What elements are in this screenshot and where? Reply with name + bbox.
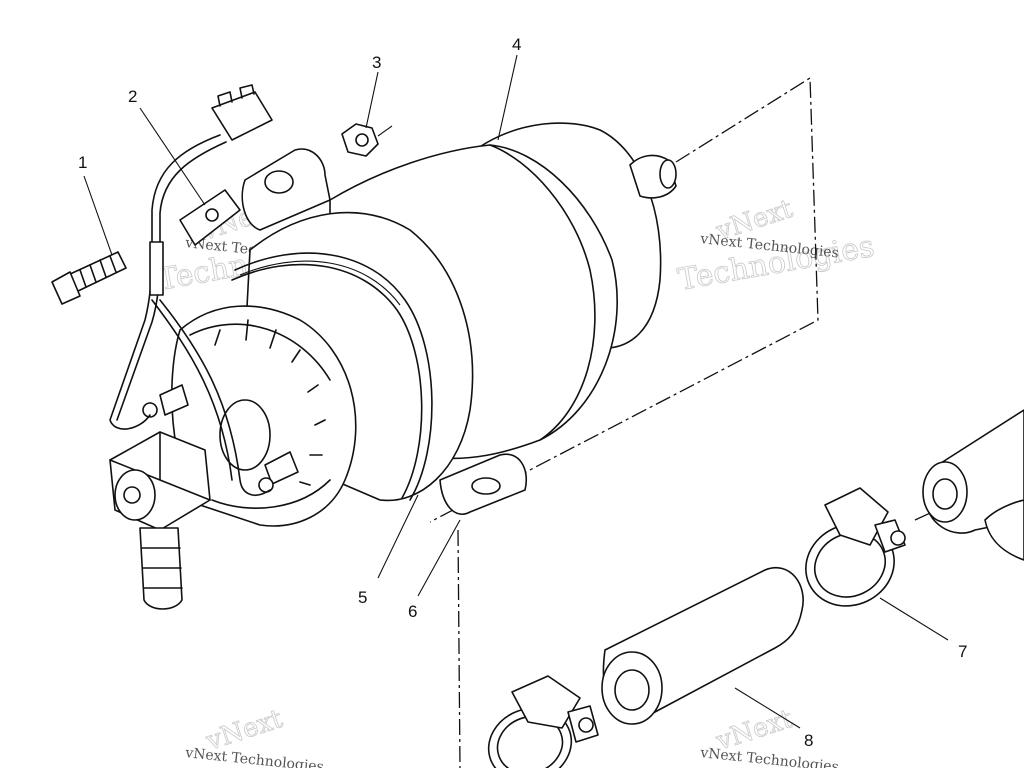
callout-2: 2: [128, 87, 137, 106]
gasket-ring: [231, 252, 433, 501]
hose-clamp-lower: [487, 675, 599, 768]
watermark-text: vNext Technologies: [184, 745, 325, 768]
callout-6: 6: [408, 602, 417, 621]
watermark-top-right: vNext Technologies vNext Technologies: [675, 193, 877, 298]
leader-lines: [83, 54, 949, 729]
nut: [341, 123, 393, 157]
screw: [51, 251, 127, 305]
callout-1: 1: [78, 153, 87, 172]
watermark-text: vNext Technologies: [699, 745, 840, 768]
pipe-fitting: [922, 409, 1024, 561]
callout-8: 8: [804, 731, 813, 750]
callout-labels: 1 2 3 4 5 6 7 8: [78, 35, 967, 750]
inlet-fitting: [109, 431, 211, 610]
callout-3: 3: [372, 53, 381, 72]
fuel-hose: [601, 567, 804, 725]
watermark-bottom-left: vNext vNext Technologies: [184, 703, 325, 768]
callout-5: 5: [358, 588, 367, 607]
callout-7: 7: [958, 642, 967, 661]
callout-4: 4: [512, 35, 521, 54]
watermark-bottom-right: vNext vNext Technologies: [699, 703, 840, 768]
hose-clamp-upper: [805, 487, 906, 607]
